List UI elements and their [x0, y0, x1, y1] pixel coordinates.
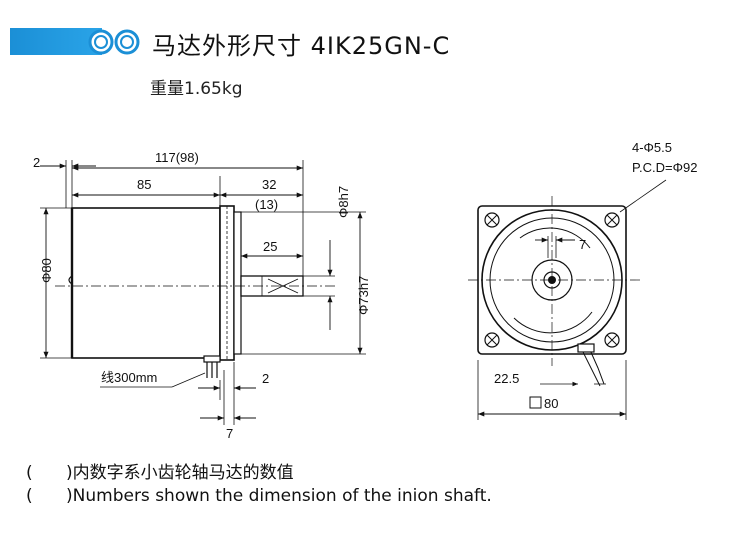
- dim-pilot-diameter: Φ73h7: [356, 276, 371, 315]
- square-symbol: [529, 396, 542, 409]
- lead-wire-label: 线300mm: [101, 370, 157, 385]
- mounting-holes-label: 4-Φ5.5: [632, 140, 672, 155]
- dim-phi80: Φ80: [39, 258, 54, 283]
- note-text: 内数字系小齿轮轴马达的数值: [72, 463, 294, 483]
- note-close-paren: ): [66, 463, 73, 483]
- pcd-label: P.C.D=Φ92: [632, 160, 697, 175]
- motor-body-outline: [71, 207, 221, 359]
- note-open-paren: (: [26, 463, 33, 483]
- dim-7-side: 7: [226, 426, 233, 441]
- note-chinese: ()内数字系小齿轮轴马达的数值: [26, 458, 294, 483]
- dim-body-length: 85: [137, 177, 151, 192]
- note-english: ()Numbers shown the dimension of the ini…: [26, 486, 492, 506]
- front-view: [468, 179, 667, 420]
- dim-overall-length: 117(98): [155, 150, 199, 165]
- dim-key-width: 7: [579, 237, 586, 252]
- header-accent-bar: [10, 28, 102, 55]
- page-title: 马达外形尺寸 4IK25GN-C: [152, 32, 451, 60]
- dim-square-80: 80: [544, 396, 558, 411]
- dim-2-top: 2: [33, 155, 40, 170]
- dim-2-bottom: 2: [262, 371, 269, 386]
- double-ring-icon: [88, 29, 140, 55]
- mounting-holes: [484, 212, 620, 348]
- motor-weight: 重量1.65kg: [150, 79, 243, 99]
- dim-shaft-length: 32: [262, 177, 276, 192]
- note-open-paren: (: [26, 486, 33, 506]
- note-text: Numbers shown the dimension of the inion…: [72, 486, 492, 506]
- dim-flat-length: 25: [263, 239, 277, 254]
- dim-lead-angle: 22.5: [494, 371, 519, 386]
- dim-pinion-length: (13): [255, 197, 278, 212]
- side-view: [40, 160, 366, 425]
- note-close-paren: ): [66, 486, 73, 506]
- dim-shaft-diameter: Φ8h7: [336, 186, 351, 218]
